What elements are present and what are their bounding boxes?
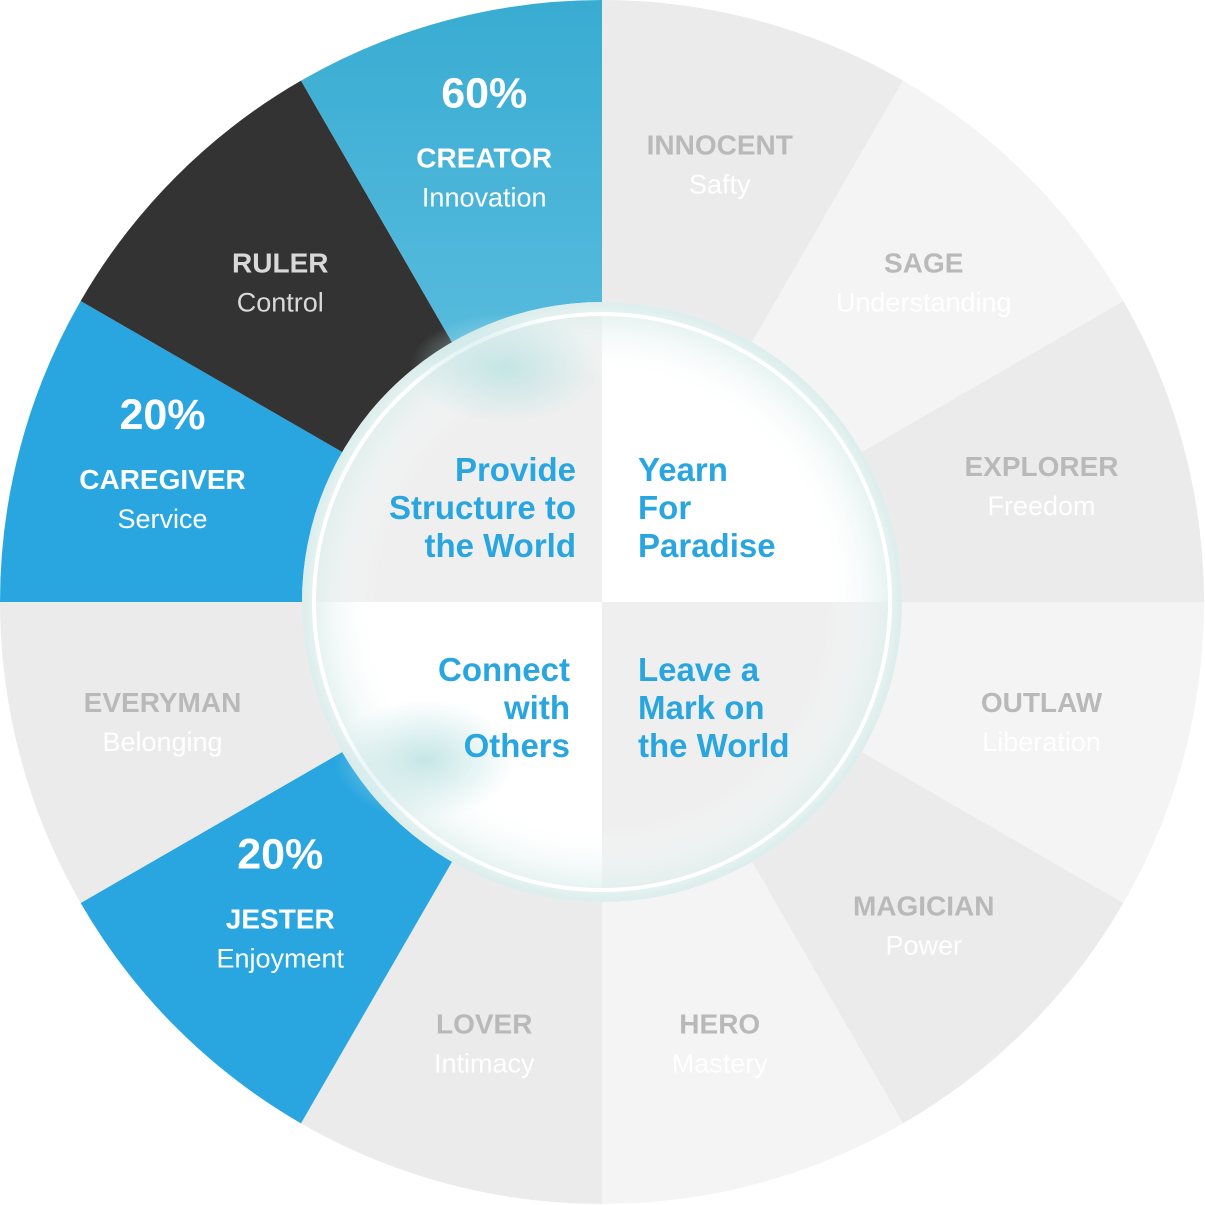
label-everyman: EVERYMAN Belonging <box>84 687 242 757</box>
trait-explorer: Freedom <box>987 491 1095 521</box>
name-sage: SAGE <box>884 247 963 278</box>
quadrant-line: Structure to <box>389 489 576 526</box>
label-innocent: INNOCENT Safty <box>647 130 793 200</box>
quadrant-line: the World <box>638 727 790 764</box>
label-magician: MAGICIAN Power <box>853 891 995 961</box>
label-creator: 60% CREATOR Innovation <box>416 70 552 213</box>
name-everyman: EVERYMAN <box>84 687 242 718</box>
quadrant-line: For <box>638 489 691 526</box>
trait-ruler: Control <box>237 287 324 317</box>
percent-creator: 60% <box>441 70 527 118</box>
label-hero: HERO Mastery <box>672 1008 769 1078</box>
name-ruler: RULER <box>232 247 328 278</box>
trait-everyman: Belonging <box>102 727 222 757</box>
name-jester: JESTER <box>226 904 335 935</box>
name-caregiver: CAREGIVER <box>79 464 245 495</box>
trait-hero: Mastery <box>672 1048 769 1078</box>
trait-outlaw: Liberation <box>982 727 1101 757</box>
label-explorer: EXPLORER Freedom <box>964 451 1118 521</box>
glow-upper <box>410 313 600 423</box>
quadrant-line: Connect <box>438 651 570 688</box>
quadrant-line: Paradise <box>638 527 776 564</box>
name-explorer: EXPLORER <box>964 451 1118 482</box>
label-ruler: RULER Control <box>232 247 328 317</box>
inner-circle <box>302 302 902 902</box>
quadrant-line: Others <box>464 727 570 764</box>
label-jester: 20% JESTER Enjoyment <box>216 831 344 974</box>
quadrant-line: the World <box>424 527 576 564</box>
label-sage: SAGE Understanding <box>836 247 1012 317</box>
quadrant-line: Leave a <box>638 651 760 688</box>
trait-innocent: Safty <box>689 170 751 200</box>
trait-caregiver: Service <box>117 504 207 534</box>
name-magician: MAGICIAN <box>853 891 995 922</box>
trait-sage: Understanding <box>836 287 1012 317</box>
quadrant-line: with <box>503 689 570 726</box>
trait-magician: Power <box>885 931 962 961</box>
trait-lover: Intimacy <box>434 1048 535 1078</box>
glow-lower <box>335 700 515 820</box>
name-innocent: INNOCENT <box>647 130 793 161</box>
name-outlaw: OUTLAW <box>981 687 1103 718</box>
label-outlaw: OUTLAW Liberation <box>981 687 1103 757</box>
quadrant-line: Mark on <box>638 689 765 726</box>
percent-jester: 20% <box>237 831 323 879</box>
name-creator: CREATOR <box>416 143 552 174</box>
trait-jester: Enjoyment <box>216 944 344 974</box>
name-lover: LOVER <box>436 1008 532 1039</box>
trait-creator: Innovation <box>422 183 547 213</box>
quadrant-line: Provide <box>455 451 576 488</box>
quadrant-line: Yearn <box>638 451 728 488</box>
percent-caregiver: 20% <box>119 391 205 439</box>
name-hero: HERO <box>679 1008 760 1039</box>
label-caregiver: 20% CAREGIVER Service <box>79 391 245 534</box>
label-lover: LOVER Intimacy <box>434 1008 535 1078</box>
inner-circle-ring <box>312 312 892 892</box>
